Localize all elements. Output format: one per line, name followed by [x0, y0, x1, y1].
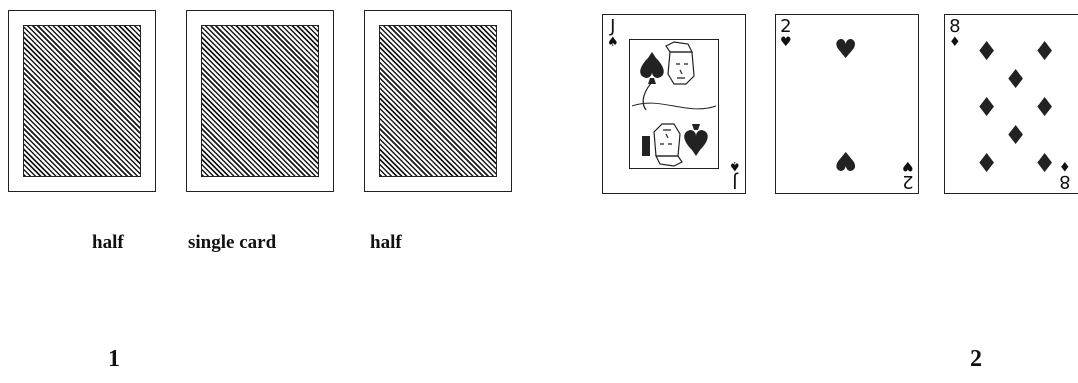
card-rank: 8 [949, 16, 960, 37]
diamond-pip-icon: ♦ [1033, 95, 1056, 121]
diamond-pip-icon: ♦ [1004, 67, 1027, 93]
label-half-left: half [92, 232, 124, 254]
card-back-pattern [201, 25, 319, 177]
heart-pip-icon: ♥ [834, 37, 857, 63]
diamond-pip-icon: ♦ [1004, 123, 1027, 149]
diamond-pip-icon: ♦ [975, 39, 998, 65]
card-corner-bottom: J ♠ [729, 159, 741, 190]
card-corner-bottom: 8 ♦ [1059, 159, 1071, 190]
card-corner-top: 8 ♦ [949, 18, 961, 49]
spade-icon: ♠ [729, 159, 741, 172]
diamond-icon: ♦ [949, 36, 961, 49]
card-jack-of-spades: J ♠ J ♠ [602, 14, 746, 194]
card-corner-bottom: 2 ♥ [902, 159, 914, 190]
card-back-left [8, 10, 156, 192]
card-rank: 8 [1059, 171, 1070, 192]
diamond-icon: ♦ [1059, 159, 1071, 172]
diamond-pip-icon: ♦ [1033, 151, 1056, 177]
jack-portrait-frame [629, 39, 719, 169]
jack-portrait-icon [630, 40, 718, 168]
card-rank: 2 [780, 16, 791, 37]
card-two-of-hearts: 2 ♥ 2 ♥ ♥ ♥ [775, 14, 919, 194]
label-half-right: half [370, 232, 402, 254]
diamond-pip-icon: ♦ [1033, 39, 1056, 65]
diamond-pip-icon: ♦ [975, 95, 998, 121]
heart-icon: ♥ [780, 36, 792, 49]
heart-icon: ♥ [902, 159, 914, 172]
card-back-pattern [379, 25, 497, 177]
diamond-pip-icon: ♦ [975, 151, 998, 177]
panel-number-1: 1 [108, 346, 120, 373]
card-back-middle [186, 10, 334, 192]
card-corner-top: 2 ♥ [780, 18, 792, 49]
card-rank: J [610, 16, 615, 37]
card-back-right [364, 10, 512, 192]
card-rank: 2 [902, 171, 913, 192]
card-corner-top: J ♠ [607, 18, 619, 49]
heart-pip-icon: ♥ [834, 147, 857, 173]
spade-icon: ♠ [607, 36, 619, 49]
panel-number-2: 2 [970, 346, 982, 373]
label-single-card: single card [188, 232, 276, 254]
card-back-pattern [23, 25, 141, 177]
card-eight-of-diamonds: 8 ♦ 8 ♦ ♦ ♦ ♦ ♦ ♦ ♦ ♦ ♦ [944, 14, 1078, 194]
card-rank: J [733, 171, 738, 192]
